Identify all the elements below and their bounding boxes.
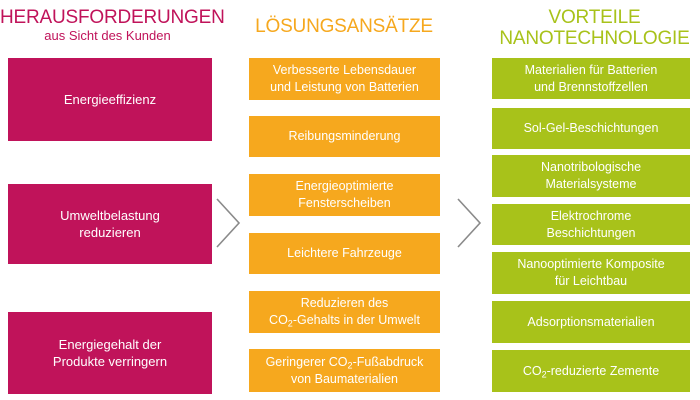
solution-label: Reibungsminderung xyxy=(288,129,401,143)
advantage-label: für Leichtbau xyxy=(554,274,628,288)
advantage-box: Elektrochrome Beschichtungen xyxy=(492,204,690,245)
solution-box: Reibungsminderung xyxy=(249,116,440,157)
solution-label: Energieoptimierte xyxy=(295,179,394,193)
advantage-label: Materialsysteme xyxy=(545,177,637,191)
advantage-box: Adsorptionsmaterialien xyxy=(492,301,690,343)
solutions-header: LÖSUNGSANSÄTZE xyxy=(246,17,442,36)
solutions-title: LÖSUNGSANSÄTZE xyxy=(255,16,433,37)
solution-box: Geringerer CO2-Fußabdruck von Baumateria… xyxy=(249,349,440,392)
advantage-label: Nanotribologische xyxy=(540,160,642,174)
solution-label: Leichtere Fahrzeuge xyxy=(287,246,402,260)
solution-label: Fensterscheiben xyxy=(298,196,391,210)
challenge-label: Umweltbelastung xyxy=(60,208,160,223)
solution-box: Verbesserte Lebensdauer und Leistung von… xyxy=(249,58,440,100)
solution-label: und Leistung von Batterien xyxy=(270,80,419,94)
advantage-label: und Brennstoffzellen xyxy=(534,79,648,94)
solution-label: Verbesserte Lebensdauer xyxy=(272,63,417,77)
advantages-header: VORTEILE NANOTECHNOLOGIE xyxy=(492,8,697,48)
solution-label: von Baumaterialien xyxy=(290,371,398,386)
challenge-box: Umweltbelastung reduzieren xyxy=(8,184,212,264)
advantage-box: CO2-reduzierte Zemente xyxy=(492,350,690,392)
advantage-box: Sol-Gel-Beschichtungen xyxy=(492,108,690,149)
advantage-label: CO2-reduzierte Zemente xyxy=(522,363,660,379)
challenge-box: Energiegehalt der Produkte verringern xyxy=(8,312,212,394)
challenge-label: Energieeffizienz xyxy=(63,92,157,107)
solution-label: Geringerer CO2-Fußabdruck xyxy=(265,354,424,370)
solution-box: Leichtere Fahrzeuge xyxy=(249,233,440,274)
challenges-header: HERAUSFORDERUNGEN aus Sicht des Kunden xyxy=(0,7,225,43)
advantage-label: Materialien für Batterien xyxy=(524,62,658,77)
advantage-box: Nanotribologische Materialsysteme xyxy=(492,155,690,197)
challenge-label: Energiegehalt der xyxy=(58,337,162,352)
advantage-label: Sol-Gel-Beschichtungen xyxy=(523,121,659,135)
challenges-title: HERAUSFORDERUNGEN xyxy=(0,7,225,28)
challenges-subtitle: aus Sicht des Kunden xyxy=(44,28,171,43)
chevron-right-icon xyxy=(216,198,241,248)
solution-box: Reduzieren des CO2-Gehalts in der Umwelt xyxy=(249,291,440,333)
challenge-label: Produkte verringern xyxy=(52,354,168,369)
challenge-box: Energieeffizienz xyxy=(8,58,212,141)
challenge-label: reduzieren xyxy=(79,225,141,240)
advantage-label: Nanooptimierte Komposite xyxy=(517,257,665,271)
advantage-label: Elektrochrome xyxy=(550,208,632,223)
solution-label: Reduzieren des xyxy=(300,296,389,310)
solution-box: Energieoptimierte Fensterscheiben xyxy=(249,174,440,216)
advantages-title-line2: NANOTECHNOLOGIE xyxy=(499,28,690,49)
advantage-box: Nanooptimierte Komposite für Leichtbau xyxy=(492,252,690,294)
advantage-label: Adsorptionsmaterialien xyxy=(527,314,655,329)
solution-label: CO2-Gehalts in der Umwelt xyxy=(269,313,420,329)
advantage-label: Beschichtungen xyxy=(546,225,636,240)
advantages-title-line1: VORTEILE xyxy=(548,7,641,28)
chevron-right-icon xyxy=(457,198,482,248)
advantage-box: Materialien für Batterien und Brennstoff… xyxy=(492,58,690,99)
